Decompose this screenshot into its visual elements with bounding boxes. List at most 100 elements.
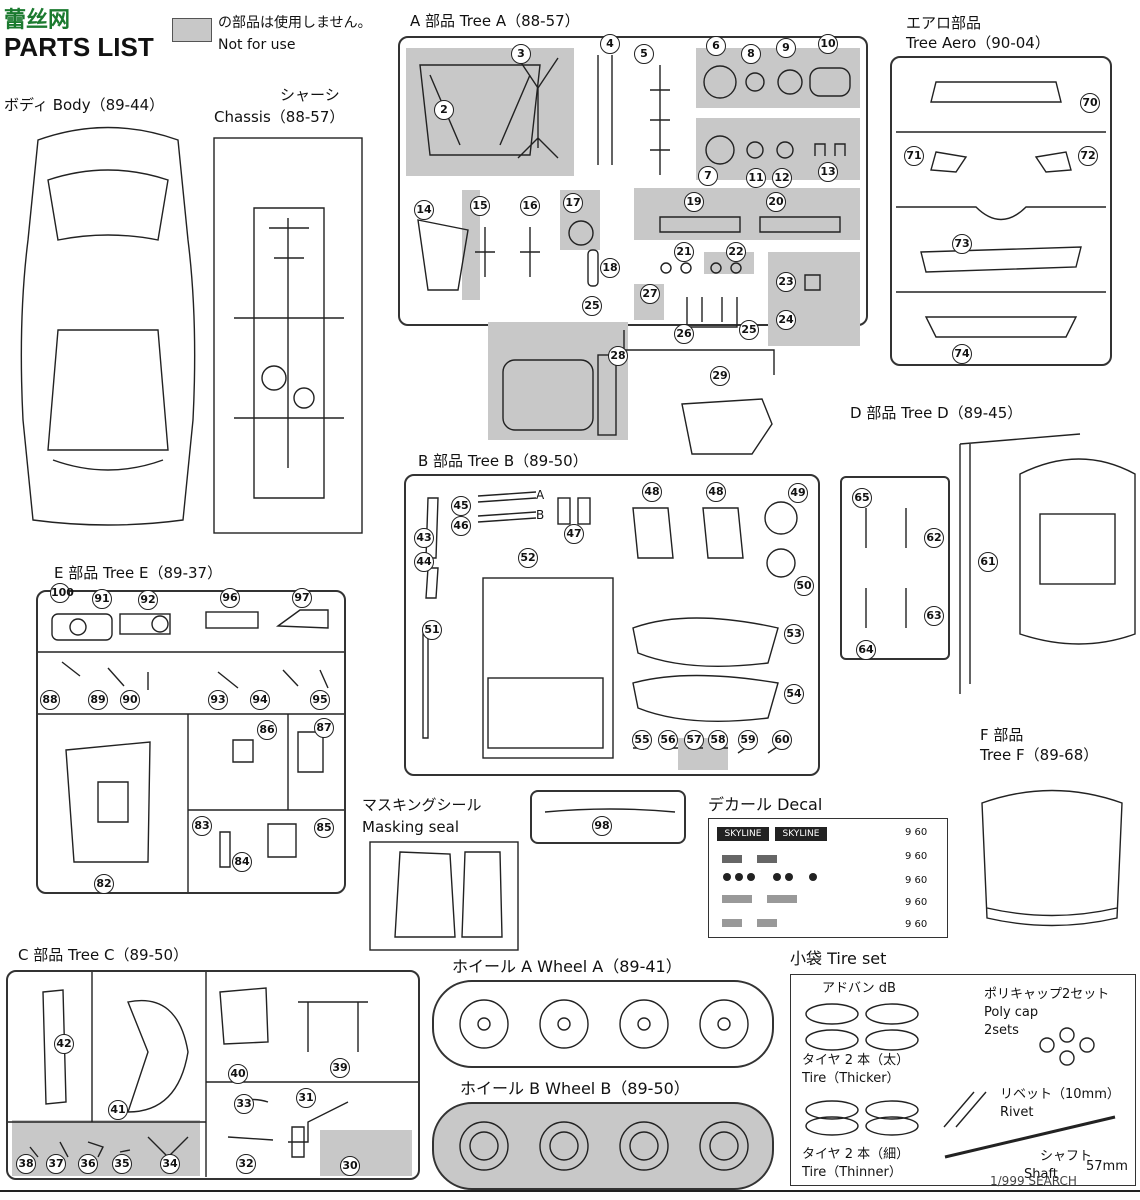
part-28-drawing bbox=[502, 354, 617, 436]
part-number: 9 bbox=[776, 38, 796, 58]
part-number: 96 bbox=[220, 588, 240, 608]
watermark-logo: 蕾丝网 bbox=[4, 8, 71, 33]
part-number: 83 bbox=[192, 816, 212, 836]
part-number: 47 bbox=[564, 524, 584, 544]
part-number: 24 bbox=[776, 310, 796, 330]
masking-label-jp: マスキングシール bbox=[362, 796, 482, 814]
part-number: 90 bbox=[120, 690, 140, 710]
chassis-label-en: Chassis（88-57） bbox=[214, 108, 345, 126]
decal-num: 9 60 bbox=[905, 919, 928, 930]
part-number: 28 bbox=[608, 346, 628, 366]
masking-label-en: Masking seal bbox=[362, 818, 460, 836]
part-number: 93 bbox=[208, 690, 228, 710]
tree-c-gray-3 bbox=[320, 1130, 412, 1176]
tires-thick-drawing bbox=[805, 1003, 919, 1051]
part-number: 20 bbox=[766, 192, 786, 212]
tire-thin-jp: タイヤ 2 本（細） bbox=[802, 1147, 910, 1162]
part-number: 35 bbox=[112, 1154, 132, 1174]
wheel-b-drawing bbox=[459, 1121, 749, 1171]
part-number: 23 bbox=[776, 272, 796, 292]
tree-aero bbox=[890, 56, 1112, 366]
shaft-jp: シャフト bbox=[1040, 1149, 1093, 1164]
polycap-en2: 2sets bbox=[984, 1023, 1019, 1038]
part-number: 89 bbox=[88, 690, 108, 710]
part-number: 98 bbox=[592, 816, 612, 836]
part-number: 50 bbox=[794, 576, 814, 596]
part-62-65-drawing bbox=[865, 508, 907, 628]
tree-b-label: B 部品 Tree B（89-50） bbox=[418, 452, 588, 470]
part-number: 14 bbox=[414, 200, 434, 220]
rivet-en: Rivet bbox=[1000, 1105, 1034, 1120]
part-61-drawing bbox=[959, 433, 1136, 694]
tree-a-runner bbox=[623, 330, 775, 375]
tree-c-parts-drawing bbox=[8, 972, 418, 1177]
part-number: 52 bbox=[518, 548, 538, 568]
tree-a-gray-7 bbox=[462, 190, 480, 300]
decal-label: デカール Decal bbox=[708, 795, 823, 814]
shaft-drawing bbox=[944, 1115, 1116, 1159]
chassis-drawing bbox=[213, 137, 363, 534]
part-number: 3 bbox=[511, 44, 531, 64]
decal-num: 9 60 bbox=[905, 897, 928, 908]
part-15-16-drawing bbox=[475, 227, 540, 277]
part-number: 91 bbox=[92, 589, 112, 609]
rivet-drawing bbox=[943, 1091, 987, 1128]
part-number: 59 bbox=[738, 730, 758, 750]
part-19-20-drawing bbox=[659, 216, 841, 233]
legend-en: Not for use bbox=[218, 37, 296, 53]
part-number: 56 bbox=[658, 730, 678, 750]
decal-num: 9 60 bbox=[905, 827, 928, 838]
chassis-label-jp: シャーシ bbox=[280, 86, 340, 104]
part-3-drawing bbox=[517, 57, 559, 159]
part-5-drawing bbox=[650, 65, 670, 175]
part-number: 72 bbox=[1078, 146, 1098, 166]
part-number: 49 bbox=[788, 483, 808, 503]
part-number: 60 bbox=[772, 730, 792, 750]
part-hood-drawing bbox=[981, 789, 1123, 927]
part-number: 57 bbox=[684, 730, 704, 750]
part-4-drawing bbox=[597, 55, 613, 165]
tree-a-label: A 部品 Tree A（88-57） bbox=[410, 12, 580, 30]
part-number: 53 bbox=[784, 624, 804, 644]
part-number: 26 bbox=[674, 324, 694, 344]
part-number: 6 bbox=[706, 36, 726, 56]
part-number: 41 bbox=[108, 1100, 128, 1120]
wheel-a-drawing bbox=[459, 999, 749, 1049]
part-number: 29 bbox=[710, 366, 730, 386]
part-number: 61 bbox=[978, 552, 998, 572]
rivet-jp: リベット（10mm） bbox=[1000, 1087, 1120, 1102]
part-7-13-drawing bbox=[705, 135, 846, 165]
part-number: 43 bbox=[414, 528, 434, 548]
decal-num: 9 60 bbox=[905, 851, 928, 862]
wheel-b-label: ホイール B Wheel B（89-50） bbox=[460, 1079, 690, 1098]
tire-thin-en: Tire（Thinner） bbox=[802, 1165, 902, 1180]
part-number: 58 bbox=[708, 730, 728, 750]
part-number: 36 bbox=[78, 1154, 98, 1174]
part-number: 40 bbox=[228, 1064, 248, 1084]
tire-set-box bbox=[790, 974, 1136, 1186]
part-number: 25 bbox=[582, 296, 602, 316]
part-number: 32 bbox=[236, 1154, 256, 1174]
part-number: 86 bbox=[257, 720, 277, 740]
part-98-drawing bbox=[544, 808, 676, 813]
part-number: 84 bbox=[232, 852, 252, 872]
tree-b bbox=[404, 474, 820, 776]
legend-jp: の部品は使用しません。 bbox=[218, 15, 372, 31]
tree-e-parts-drawing bbox=[38, 609, 344, 892]
part-23-24-drawing bbox=[804, 274, 821, 291]
part-number: 88 bbox=[40, 690, 60, 710]
wheel-a-tree bbox=[432, 980, 774, 1068]
tire-thick-en: Tire（Thicker） bbox=[802, 1071, 900, 1086]
part-number: 48 bbox=[706, 482, 726, 502]
part-number: 37 bbox=[46, 1154, 66, 1174]
part-6-10-drawing bbox=[703, 65, 851, 99]
part-number: 12 bbox=[772, 168, 792, 188]
part-number: 13 bbox=[818, 162, 838, 182]
part-number: 92 bbox=[138, 590, 158, 610]
part-number: 5 bbox=[634, 44, 654, 64]
part-number: 65 bbox=[852, 488, 872, 508]
polycap-en1: Poly cap bbox=[984, 1005, 1039, 1020]
masking-seal-sheet bbox=[369, 841, 519, 951]
part-number: 87 bbox=[314, 718, 334, 738]
part-21-22-drawing bbox=[660, 262, 742, 274]
